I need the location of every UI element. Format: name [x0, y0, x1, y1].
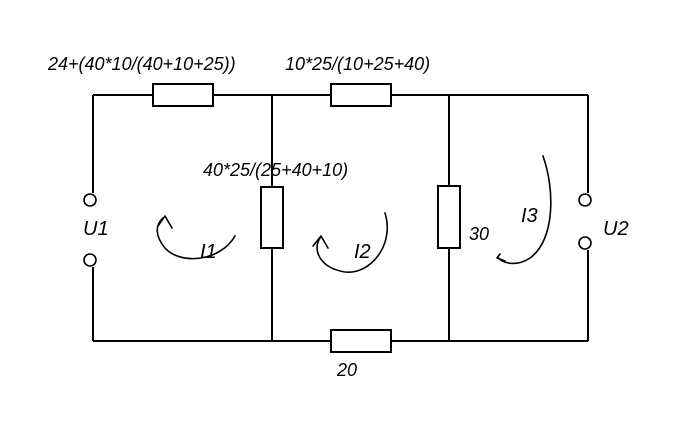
label-current-i1: I1	[200, 241, 217, 263]
label-source-u2: U2	[603, 218, 629, 240]
label-current-i2: I2	[354, 241, 371, 263]
resistor-top-left	[152, 83, 214, 107]
terminal-u2-top	[578, 193, 592, 207]
resistor-bottom	[330, 329, 392, 353]
terminal-u1-bottom	[83, 253, 97, 267]
label-current-i3: I3	[521, 205, 538, 227]
resistor-right	[437, 185, 461, 249]
loop-arrow-i1	[156, 215, 236, 260]
label-resistor-middle: 40*25/(25+40+10)	[203, 160, 348, 180]
resistor-middle	[260, 186, 284, 249]
label-resistor-bottom: 20	[336, 360, 357, 380]
label-source-u1: U1	[83, 218, 109, 240]
label-resistor-top-right: 10*25/(10+25+40)	[285, 54, 430, 74]
terminal-u2-bottom	[578, 236, 592, 250]
terminal-u1-top	[83, 193, 97, 207]
label-resistor-right: 30	[469, 224, 489, 244]
loop-arrow-i3	[496, 155, 552, 265]
loop-arrow-i2	[312, 212, 388, 273]
resistor-top-right	[330, 83, 392, 107]
wires	[92, 94, 589, 342]
label-resistor-top-left: 24+(40*10/(40+10+25))	[47, 54, 236, 74]
